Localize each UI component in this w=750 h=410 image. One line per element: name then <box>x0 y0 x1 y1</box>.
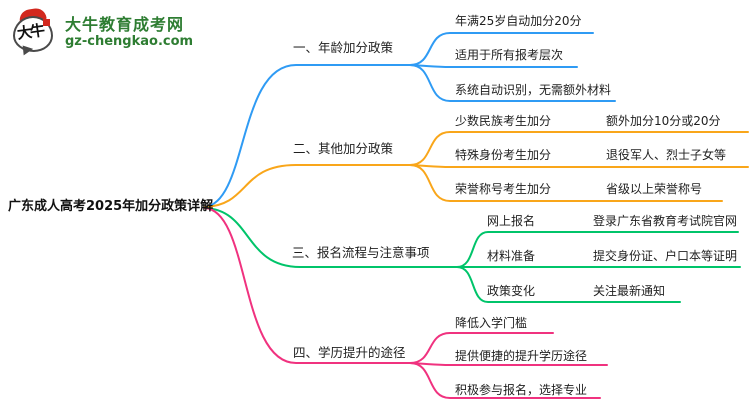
node-special-identity: 特殊身份考生加分 <box>455 148 552 162</box>
connector-registration-main <box>204 207 458 268</box>
note-all-levels: 适用于所有报考层次 <box>455 48 564 62</box>
detail-veterans-martyrs: 退役军人、烈士子女等 <box>606 148 727 162</box>
node-online-registration: 网上报名 <box>487 214 536 228</box>
logo-text-block: 大牛教育成考网 gz-chengkao.com <box>65 15 193 49</box>
branch-age-policy-label: 一、年龄加分政策 <box>293 40 394 55</box>
connector-age-child2 <box>409 64 578 68</box>
note-active-registration: 积极参与报名，选择专业 <box>455 383 588 397</box>
note-convenient-path: 提供便捷的提升学历途径 <box>455 349 588 363</box>
site-logo: 大牛 大牛教育成考网 gz-chengkao.com <box>12 6 193 58</box>
connector-registration-child3 <box>456 266 681 303</box>
connector-education-child3 <box>409 362 601 399</box>
connector-age-main <box>204 64 411 208</box>
connector-other-child3 <box>409 164 723 202</box>
connector-age-child3 <box>409 64 616 102</box>
site-url: gz-chengkao.com <box>65 34 194 49</box>
detail-login-website: 登录广东省教育考试院官网 <box>593 214 738 228</box>
detail-submit-id: 提交身份证、户口本等证明 <box>593 249 738 263</box>
connector-other-child1 <box>409 131 749 166</box>
branch-other-policy-label: 二、其他加分政策 <box>293 141 394 156</box>
detail-extra-10-20: 额外加分10分或20分 <box>606 114 721 128</box>
logo-bubble-tail-icon <box>19 45 34 58</box>
connector-education-main <box>204 207 411 364</box>
note-auto-recognition: 系统自动识别，无需额外材料 <box>455 83 612 97</box>
connector-education-child1 <box>409 332 554 364</box>
node-policy-changes: 政策变化 <box>487 284 536 298</box>
node-minority-bonus: 少数民族考生加分 <box>455 114 552 128</box>
branch-education-path-label: 四、学历提升的途径 <box>293 345 406 360</box>
note-lower-threshold: 降低入学门槛 <box>455 316 528 330</box>
detail-follow-notice: 关注最新通知 <box>593 284 666 298</box>
logo-bubble-icon: 大牛 <box>12 6 58 58</box>
site-name: 大牛教育成考网 <box>65 15 185 34</box>
branch-registration-label: 三、报名流程与注意事项 <box>292 245 430 260</box>
connector-age-child1 <box>409 32 594 66</box>
node-material-preparation: 材料准备 <box>487 249 536 263</box>
node-honor-title: 荣誉称号考生加分 <box>455 182 552 196</box>
connector-registration-child1 <box>456 231 739 268</box>
connector-other-child2 <box>409 164 749 168</box>
connector-other-main <box>204 164 411 208</box>
detail-provincial-honor: 省级以上荣誉称号 <box>606 182 703 196</box>
note-age-25-bonus: 年满25岁自动加分20分 <box>455 14 582 28</box>
logo-seal-icon <box>43 19 50 26</box>
root-node: 广东成人高考2025年加分政策详解 <box>8 199 214 214</box>
logo-mark-text: 大牛 <box>15 21 45 43</box>
